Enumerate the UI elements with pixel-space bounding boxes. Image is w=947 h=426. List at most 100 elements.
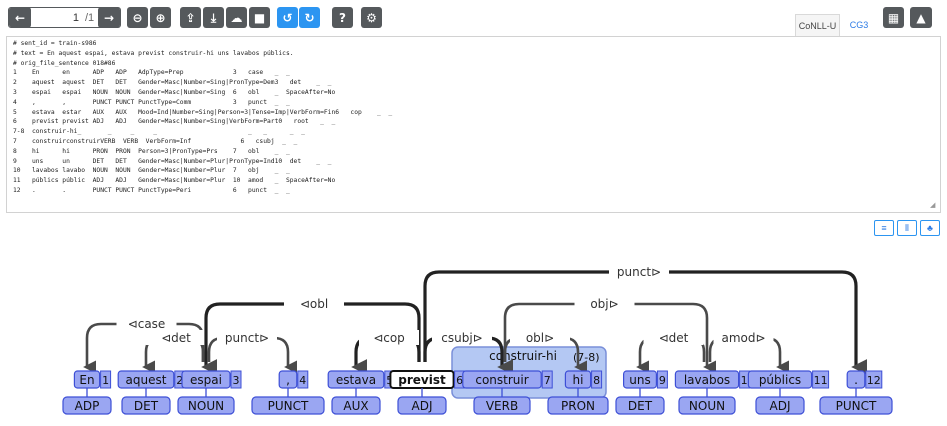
sentence-number-input[interactable] <box>33 8 82 27</box>
token-form: , <box>286 373 290 387</box>
next-sentence-button[interactable]: → <box>98 7 120 28</box>
view-text-button[interactable]: ≡ <box>874 220 894 236</box>
arc-label-bg <box>116 316 177 331</box>
columns-icon: ⦀ <box>905 222 909 233</box>
token-form: lavabos <box>684 373 730 387</box>
dependency-label[interactable]: csubj⊳ <box>441 331 482 345</box>
add-sentence-button[interactable]: ⊕ <box>150 7 171 28</box>
token-index: 6 <box>456 374 463 387</box>
pos-label: ADP <box>75 399 100 413</box>
token-index: 12 <box>867 374 881 387</box>
pos-box[interactable] <box>615 396 665 415</box>
pos-box[interactable] <box>678 396 736 415</box>
token-index: 3 <box>233 374 240 387</box>
dependency-label[interactable]: obj⊳ <box>590 297 618 311</box>
pos-label: VERB <box>486 399 518 413</box>
dependency-label[interactable]: ⊲obl <box>300 297 328 311</box>
token-index: 1 <box>102 374 109 387</box>
settings-button[interactable]: ⚙ <box>361 7 382 28</box>
pos-box[interactable] <box>177 396 235 415</box>
table-view-button[interactable]: ▦ <box>883 7 904 28</box>
align-left-icon: ≡ <box>881 223 887 233</box>
token-index-box <box>230 370 242 389</box>
pos-box[interactable] <box>121 396 171 415</box>
token-index: 2 <box>176 374 183 387</box>
sentence-total-label: /1 <box>85 12 95 24</box>
pos-box[interactable] <box>473 396 531 415</box>
token-5[interactable]: estava5AUX <box>327 370 396 415</box>
arc-label-bg <box>643 330 704 345</box>
dependency-label[interactable]: ⊲det <box>161 331 191 345</box>
token-form: aquest <box>126 373 167 387</box>
dependency-label[interactable]: amod⊳ <box>721 331 765 345</box>
token-form: hi <box>573 373 584 387</box>
pos-box[interactable] <box>755 396 805 415</box>
arc-label-bg <box>217 330 277 345</box>
pos-box[interactable] <box>397 396 447 415</box>
arc-label-bg <box>574 296 635 311</box>
view-columns-button[interactable]: ⦀ <box>897 220 917 236</box>
dependency-label[interactable]: obl⊳ <box>526 331 554 345</box>
dependency-label[interactable]: ⊲det <box>659 331 689 345</box>
view-tree-button[interactable]: ♣ <box>920 220 940 236</box>
token-form: . <box>854 373 858 387</box>
upload-button[interactable]: ⇪ <box>180 7 201 28</box>
multiword-token-label: construir-hi <box>489 349 557 363</box>
pos-box[interactable] <box>547 396 609 415</box>
undo-button[interactable]: ↺ <box>277 7 298 28</box>
token-index-box <box>812 370 830 389</box>
arc-label-bg <box>146 330 206 345</box>
tab-conllu[interactable]: CoNLL-U <box>795 14 840 36</box>
pos-box[interactable] <box>819 396 893 415</box>
token-index: 11 <box>814 374 828 387</box>
sentence-navigator: ← /1 <box>8 7 121 28</box>
minus-circle-icon: ⊖ <box>132 10 143 25</box>
dependency-label[interactable]: ⊲case <box>128 317 166 331</box>
token-form: construir <box>475 373 528 387</box>
download-button[interactable]: ⤓ <box>203 7 224 28</box>
conllu-editor[interactable]: # sent_id = train-s986 # text = En aques… <box>6 36 941 213</box>
pos-box[interactable] <box>251 396 325 415</box>
prev-sentence-button[interactable]: ← <box>9 8 31 27</box>
token-form: En <box>79 373 94 387</box>
download-icon: ⤓ <box>210 10 217 25</box>
dependency-label[interactable]: punct⊳ <box>225 331 269 345</box>
arrow-left-icon: ← <box>14 10 26 25</box>
cloud-button[interactable]: ☁ <box>226 7 247 28</box>
pos-label: PUNCT <box>836 399 877 413</box>
pos-label: DET <box>134 399 159 413</box>
token-index-box <box>297 370 309 389</box>
pos-label: AUX <box>343 399 368 413</box>
dependency-label[interactable]: punct⊳ <box>617 265 661 279</box>
plus-circle-icon: ⊕ <box>155 10 166 25</box>
help-button[interactable]: ? <box>332 7 353 28</box>
question-circle-icon: ? <box>339 10 346 25</box>
pos-box[interactable] <box>331 396 381 415</box>
dependency-label[interactable]: ⊲cop <box>373 331 405 345</box>
remove-sentence-button[interactable]: ⊖ <box>127 7 148 28</box>
arc-label-bg <box>713 330 774 345</box>
collapse-button[interactable]: ▲ <box>910 7 932 28</box>
tab-cg3[interactable]: CG3 <box>849 20 869 30</box>
pos-label: PUNCT <box>268 399 309 413</box>
token-index-box <box>100 370 112 389</box>
pos-label: NOUN <box>188 399 224 413</box>
pos-box[interactable] <box>62 396 112 415</box>
delete-button[interactable]: ■ <box>249 7 270 28</box>
arc-label-bg <box>284 296 344 311</box>
redo-button[interactable]: ↻ <box>299 7 320 28</box>
resize-handle-icon[interactable]: ◢ <box>930 202 936 209</box>
arrow-right-icon: → <box>103 10 115 25</box>
